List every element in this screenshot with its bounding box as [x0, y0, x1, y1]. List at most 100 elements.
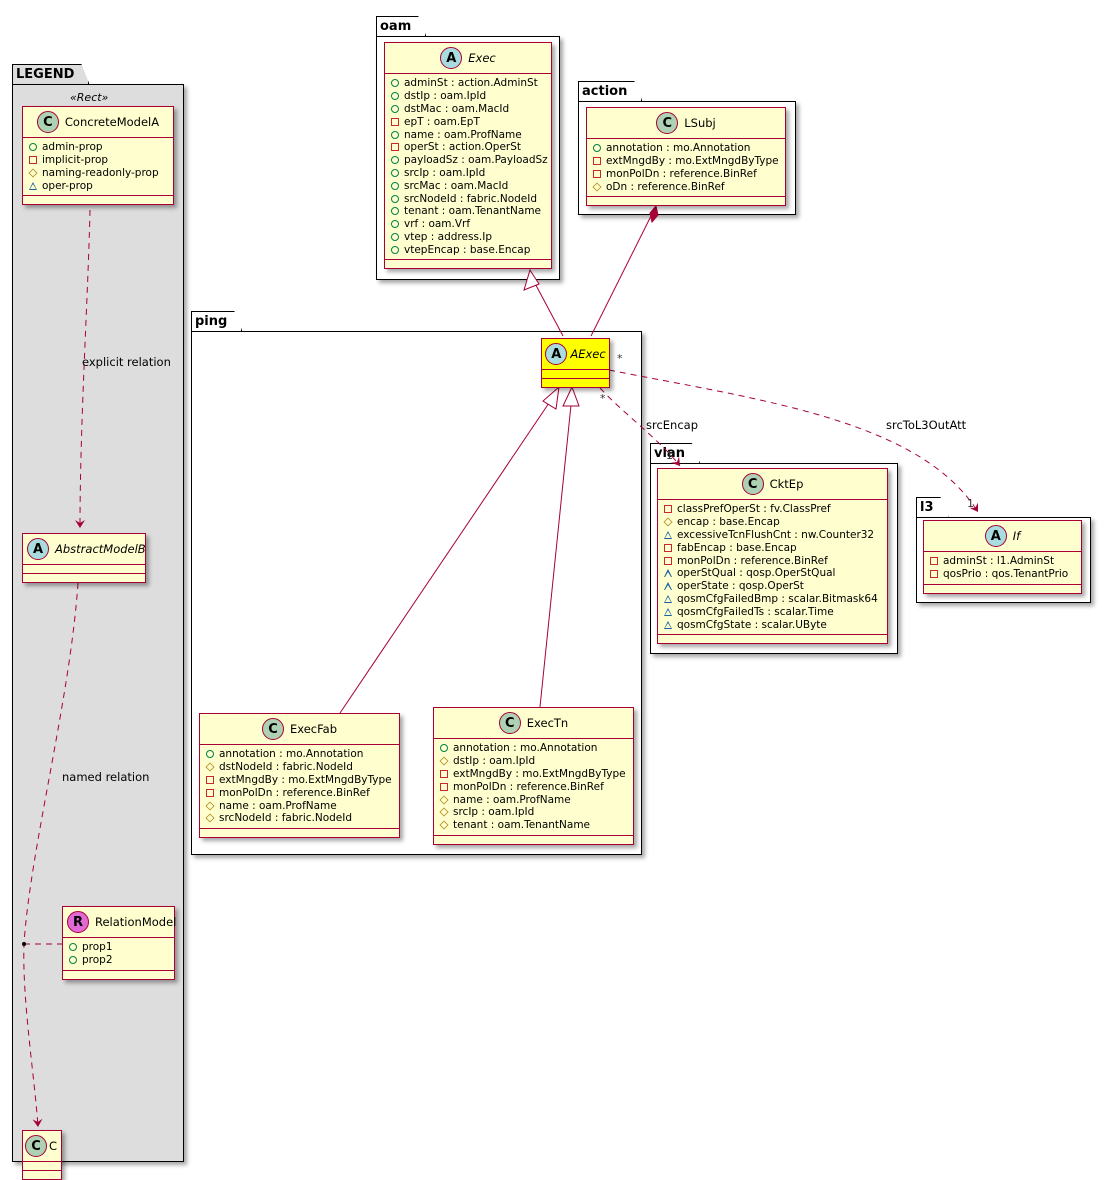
method-compartment: [658, 635, 887, 643]
public-visibility-icon: [391, 79, 399, 88]
protected-visibility-icon: [592, 182, 602, 192]
relation-badge-icon: R: [67, 911, 89, 933]
method-compartment: [587, 197, 785, 205]
class-name: AbstractModelB: [55, 542, 146, 556]
attribute-text: operStQual : qosp.OperStQual: [677, 567, 836, 580]
attribute-row: annotation : mo.Annotation: [206, 748, 393, 761]
public-visibility-icon: [391, 181, 399, 190]
attribute-text: srcNodeId : fabric.NodeId: [219, 812, 353, 825]
attribute-compartment: [542, 370, 609, 379]
attribute-row: encap : base.Encap: [663, 516, 881, 529]
attribute-row: extMngdBy : mo.ExtMngdByType: [440, 768, 627, 781]
protected-visibility-icon: [28, 168, 38, 178]
abstract-badge-icon: A: [440, 47, 463, 69]
attribute-text: operSt : action.OperSt: [404, 141, 522, 154]
public-visibility-icon: [391, 207, 399, 216]
class-name: AExec: [570, 347, 606, 361]
attribute-text: monPolDn : reference.BinRef: [606, 167, 757, 180]
public-visibility-icon: [69, 943, 77, 952]
attribute-row: naming-readonly-prop: [28, 167, 167, 180]
lsubj-composition-edge: [590, 209, 655, 337]
class-name: Exec: [468, 51, 496, 65]
attribute-row: oDn : reference.BinRef: [592, 180, 779, 193]
package-visibility-icon: [664, 582, 672, 591]
private-visibility-icon: [391, 117, 399, 126]
attribute-row: srcMac : oam.MacId: [391, 179, 545, 192]
attribute-text: epT : oam.EpT: [404, 115, 480, 128]
attribute-compartment: [23, 565, 145, 574]
protected-visibility-icon: [439, 820, 449, 830]
explicit-relation-label: explicit relation: [82, 355, 171, 369]
method-compartment: [542, 379, 609, 387]
attribute-row: monPolDn : reference.BinRef: [664, 554, 881, 567]
attribute-row: tenant : oam.TenantName: [391, 205, 545, 218]
private-visibility-icon: [206, 788, 214, 797]
legend-package: [12, 84, 184, 1162]
attribute-row: qosmCfgFailedTs : scalar.Time: [664, 605, 881, 618]
attribute-row: extMngdBy : mo.ExtMngdByType: [206, 774, 393, 787]
attribute-text: name : oam.ProfName: [404, 128, 522, 141]
class-name: LSubj: [684, 116, 716, 130]
attribute-row: monPolDn : reference.BinRef: [440, 780, 627, 793]
attribute-text: qosPrio : qos.TenantPrio: [943, 568, 1069, 581]
method-compartment: [23, 1171, 61, 1179]
attribute-text: fabEncap : base.Encap: [677, 541, 797, 554]
protected-visibility-icon: [205, 801, 215, 811]
public-visibility-icon: [391, 156, 399, 165]
src-to-l3-out-att-to-multiplicity: 1: [967, 497, 974, 510]
attribute-text: monPolDn : reference.BinRef: [219, 786, 370, 799]
private-visibility-icon: [930, 557, 938, 566]
attribute-row: qosPrio : qos.TenantPrio: [930, 568, 1075, 581]
attribute-text: qosmCfgFailedBmp : scalar.Bitmask64: [677, 592, 878, 605]
attribute-text: dstIp : oam.IpId: [453, 755, 536, 768]
package-visibility-icon: [664, 594, 672, 603]
action-package-tab: action: [578, 81, 642, 101]
attribute-text: excessiveTcnFlushCnt : nw.Counter32: [677, 528, 875, 541]
attribute-text: monPolDn : reference.BinRef: [677, 554, 828, 567]
protected-visibility-icon: [439, 795, 449, 805]
attribute-text: name : oam.ProfName: [453, 793, 571, 806]
public-visibility-icon: [391, 245, 399, 254]
legend-package-name: LEGEND: [16, 67, 75, 82]
class-name: RelationModel: [95, 915, 177, 929]
attribute-row: srcIp : oam.IpId: [391, 167, 545, 180]
private-visibility-icon: [391, 143, 399, 152]
attribute-row: srcNodeId : fabric.NodeId: [205, 812, 393, 825]
attribute-text: monPolDn : reference.BinRef: [453, 780, 604, 793]
attribute-text: annotation : mo.Annotation: [606, 142, 751, 155]
method-compartment: [924, 585, 1081, 593]
private-visibility-icon: [664, 543, 672, 552]
public-visibility-icon: [391, 194, 399, 203]
src-encap-label: srcEncap: [646, 418, 699, 432]
method-compartment: [385, 260, 551, 268]
attribute-text: admin-prop: [42, 141, 103, 154]
public-visibility-icon: [593, 144, 601, 153]
attribute-text: srcIp : oam.IpId: [453, 806, 535, 819]
class-name: C: [49, 1139, 58, 1153]
oam-package-tab: oam: [376, 16, 426, 36]
attribute-text: qosmCfgState : scalar.UByte: [677, 618, 827, 631]
method-compartment: [200, 829, 399, 837]
ping-package-name: ping: [195, 314, 228, 329]
attribute-row: implicit-prop: [29, 154, 167, 167]
attribute-text: oDn : reference.BinRef: [606, 180, 725, 193]
class-name: ExecFab: [289, 722, 338, 736]
attribute-row: fabEncap : base.Encap: [664, 541, 881, 554]
attribute-row: dstNodeId : fabric.NodeId: [205, 761, 393, 774]
